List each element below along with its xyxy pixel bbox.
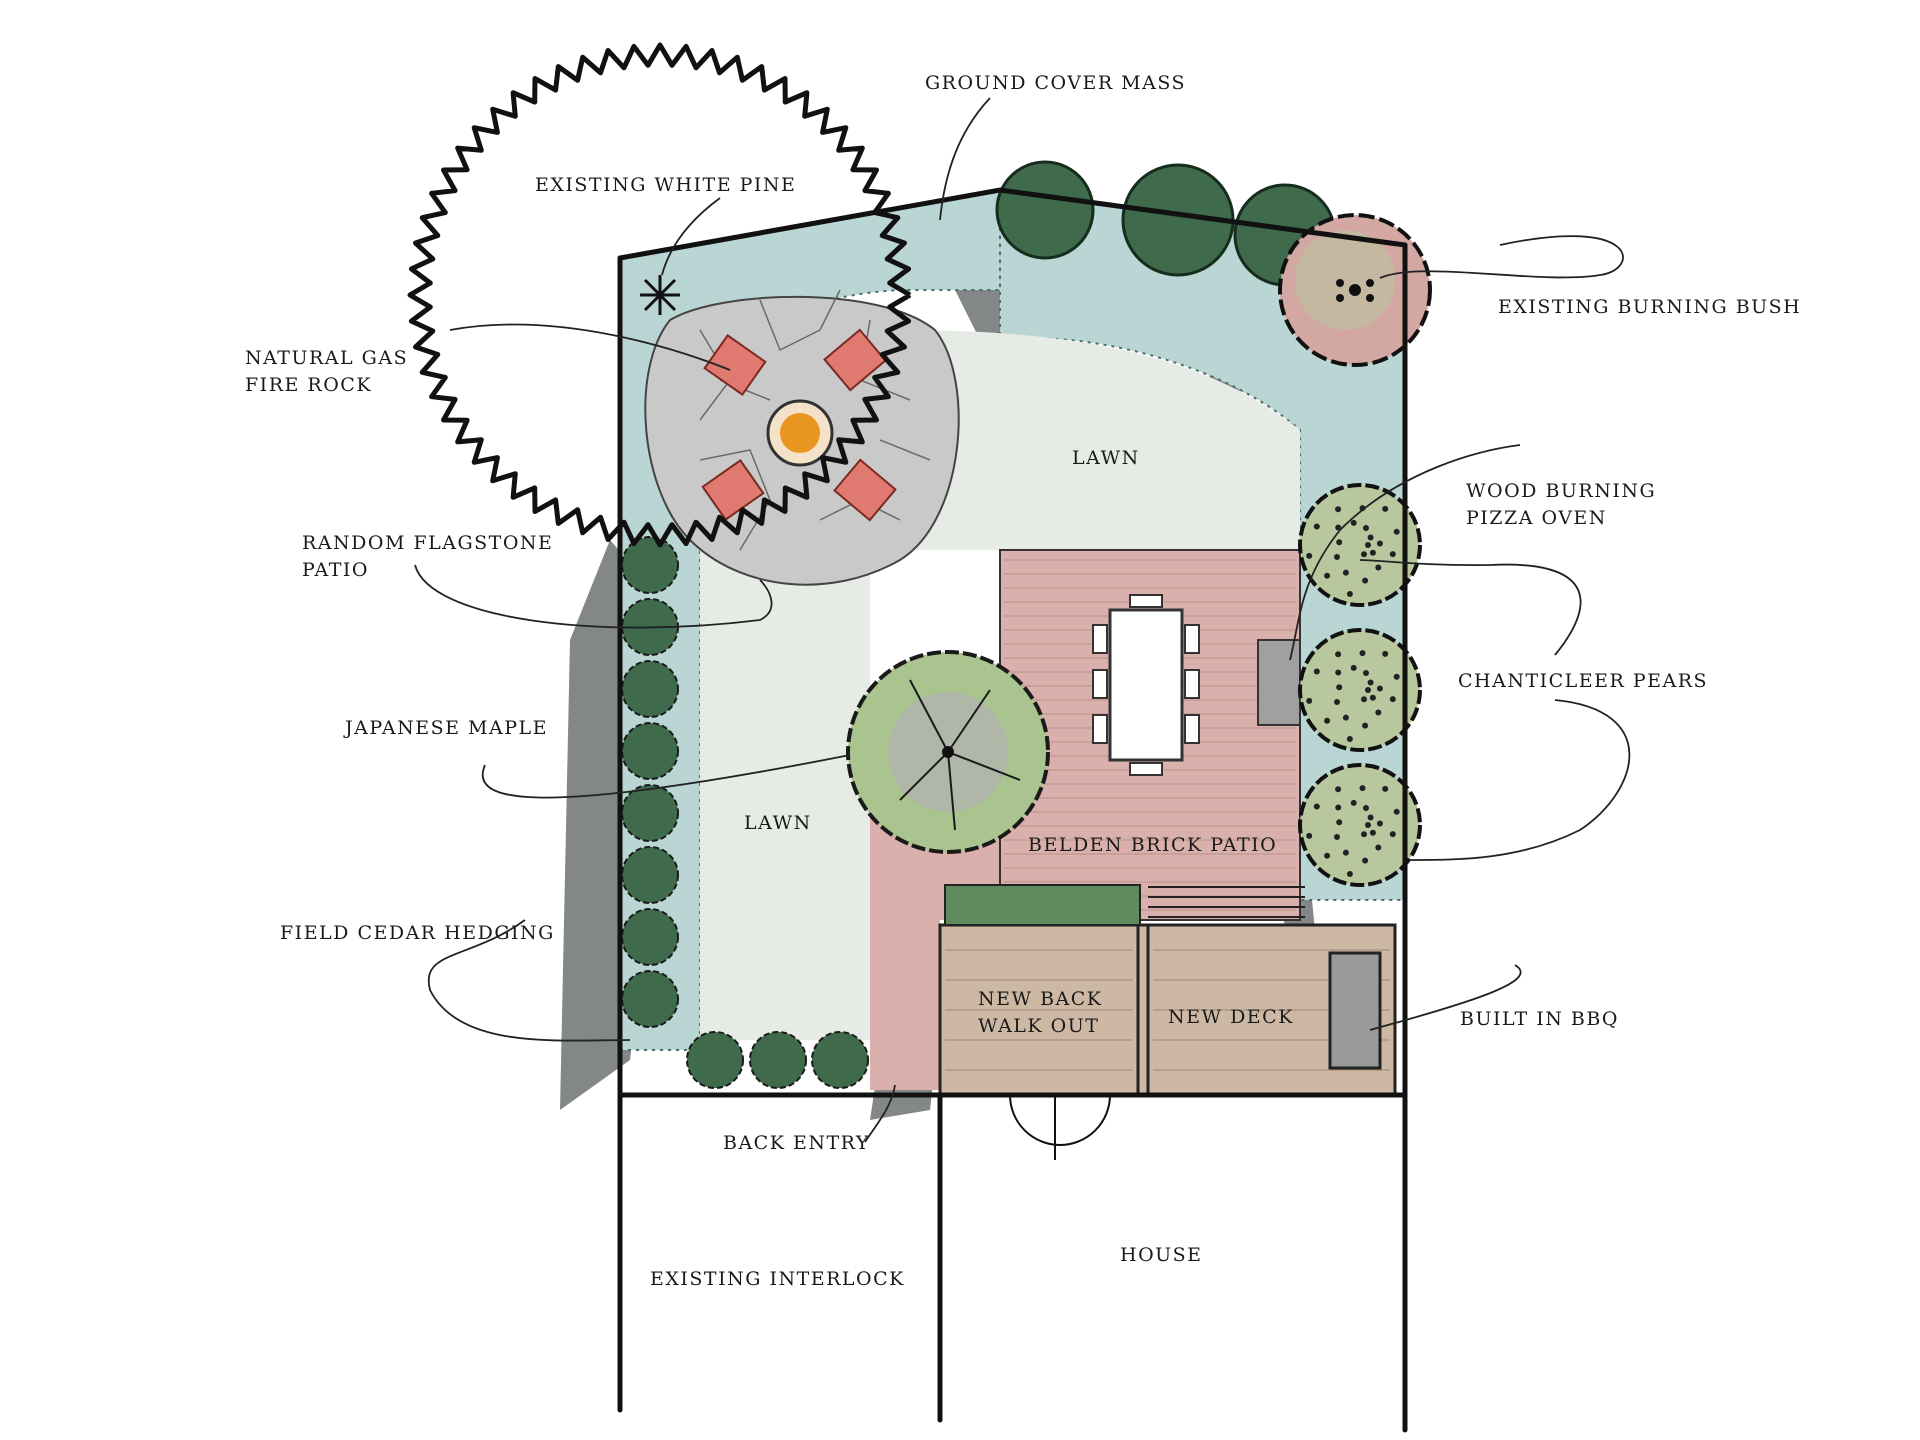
cedar-shrub [621,846,679,904]
label-field-cedar-hedging: FIELD CEDAR HEDGING [280,922,555,944]
label-line: NEW BACK [978,988,1103,1010]
label-line: RANDOM FLAGSTONE [302,532,554,554]
cedar-shrub [749,1031,807,1089]
label-line: WALK OUT [978,1015,1100,1037]
dining-table [1108,608,1184,762]
label-ground-cover-mass: GROUND COVER MASS [925,72,1187,94]
japanese-maple-tree [846,650,1050,854]
label-line: WOOD BURNING [1466,480,1657,502]
pear-tree [1298,483,1422,607]
label-back-entry: BACK ENTRY [723,1132,870,1154]
dining-set [1092,594,1200,776]
shrub [995,160,1095,260]
chanticleer-pear-trees [1298,483,1422,887]
burning-bush-tree [1278,213,1432,367]
cedar-shrub [811,1031,869,1089]
cedar-shrub [621,970,679,1028]
white-pine-tree [407,42,912,548]
cedar-shrub [621,660,679,718]
cedar-shrub [686,1031,744,1089]
label-line: FIRE ROCK [245,374,373,396]
cedar-shrub [621,784,679,842]
leader-lines [414,97,1631,1143]
built-in-bbq [1328,951,1382,1070]
label-belden-brick-patio: BELDEN BRICK PATIO [1028,834,1278,856]
label-built-in-bbq: BUILT IN BBQ [1460,1008,1619,1030]
chair-1 [703,334,767,396]
chair-2 [823,328,887,392]
door-swing [1009,1094,1111,1146]
fire-flame [780,413,820,453]
label-line: NATURAL GAS [245,347,409,369]
label-existing-interlock: EXISTING INTERLOCK [650,1268,905,1290]
label-japanese-maple: JAPANESE MAPLE [345,717,548,739]
deck [938,884,1397,1097]
pizza-oven [1257,639,1301,726]
label-existing-burning-bush: EXISTING BURNING BUSH [1498,296,1802,318]
label-lawn-upper: LAWN [1072,447,1140,469]
pear-tree [1298,628,1422,752]
chair-4 [833,458,897,522]
cedar-shrub [621,722,679,780]
label-lawn-lower: LAWN [744,812,812,834]
flagstone-patio [644,289,960,586]
label-chanticleer-pears: CHANTICLEER PEARS [1458,670,1709,692]
label-random-flagstone-patio: RANDOM FLAGSTONE PATIO [302,530,553,584]
label-new-deck: NEW DECK [1168,1006,1294,1028]
label-existing-white-pine: EXISTING WHITE PINE [535,174,797,196]
label-natural-gas-fire-rock: NATURAL GAS FIRE ROCK [245,345,408,399]
label-line: PIZZA OVEN [1466,507,1607,529]
label-new-back-walk-out: NEW BACK WALK OUT [978,986,1102,1040]
cedar-shrub [621,908,679,966]
pear-tree [1298,763,1422,887]
deck-planter [944,884,1141,926]
label-house: HOUSE [1120,1244,1203,1266]
fire-chairs [701,328,897,522]
cedar-hedge [621,536,869,1089]
property-lines [617,187,1408,1433]
label-wood-burning-pizza-oven: WOOD BURNING PIZZA OVEN [1466,478,1656,532]
cedar-shrub [621,536,679,594]
chair-3 [701,459,765,521]
label-line: PATIO [302,559,369,581]
